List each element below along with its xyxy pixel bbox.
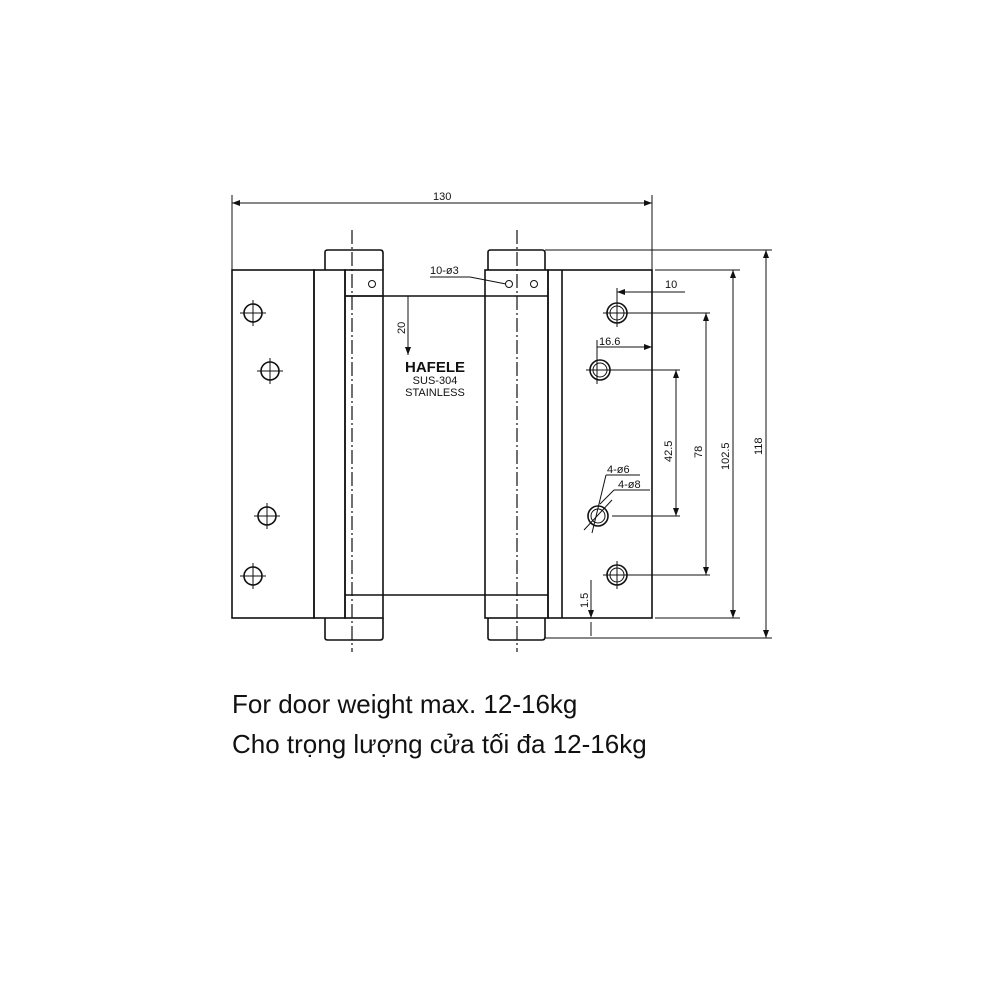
material-type: STAINLESS bbox=[405, 387, 465, 399]
dimension-label-1-5: 1.5 bbox=[579, 593, 591, 608]
left-leaf-holes bbox=[240, 300, 283, 589]
brand-stamp: HAFELE SUS-304 STAINLESS bbox=[405, 359, 465, 399]
dimension-label-42-5: 42.5 bbox=[663, 441, 675, 462]
right-leaf bbox=[484, 230, 653, 652]
dimension-label-4-phi8: 4-ø8 bbox=[618, 479, 641, 491]
dimension-label-130: 130 bbox=[433, 191, 451, 203]
dimension-label-20: 20 bbox=[396, 322, 408, 334]
dimension-label-78: 78 bbox=[693, 446, 705, 458]
material-grade: SUS-304 bbox=[413, 375, 458, 387]
dimension-label-118: 118 bbox=[753, 437, 765, 455]
dimension-lines: 10-ø3 20 10 16.6 4-ø6 4-ø8 42.5 78 102.5 bbox=[396, 249, 772, 639]
dimension-label-4-phi6: 4-ø6 bbox=[607, 464, 630, 476]
dimension-label-102-5: 102.5 bbox=[720, 442, 732, 470]
dimension-label-screw-holes: 10-ø3 bbox=[430, 265, 459, 277]
caption-english: For door weight max. 12-16kg bbox=[232, 689, 578, 719]
dimension-label-10: 10 bbox=[665, 279, 677, 291]
left-leaf bbox=[231, 230, 485, 652]
dimension-label-16-6: 16.6 bbox=[599, 336, 620, 348]
brand-name: HAFELE bbox=[405, 359, 465, 376]
caption-vietnamese: Cho trọng lượng cửa tối đa 12-16kg bbox=[232, 729, 647, 759]
dimension-overall-width: 130 bbox=[231, 191, 653, 270]
